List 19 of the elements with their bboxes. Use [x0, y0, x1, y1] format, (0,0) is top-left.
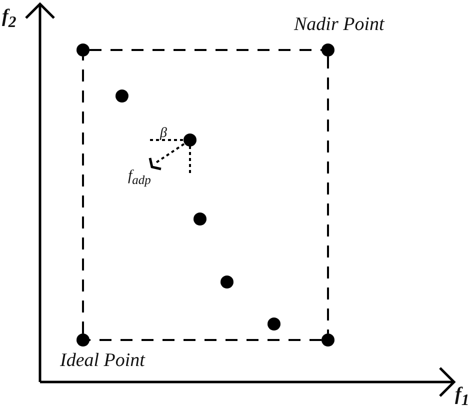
point-dot: [76, 334, 90, 346]
axis-label: β: [160, 126, 167, 142]
point-dot: [184, 134, 196, 146]
point-dot: [322, 44, 334, 56]
dashed-line: [90, 49, 322, 51]
dashed-line: [90, 339, 322, 341]
axis-label: f$_{1}$: [455, 384, 470, 410]
point-dot: [322, 334, 334, 346]
dashed-line: [82, 56, 84, 334]
axis-label: f$_{2}$: [2, 6, 16, 32]
dashed-line: [327, 56, 329, 334]
point-dot: [194, 212, 206, 226]
point-label: Ideal Point: [60, 350, 145, 372]
point-dot: [268, 318, 280, 330]
point-dot: [116, 90, 128, 102]
point-label: Nadir Point: [294, 14, 384, 36]
point-dot: [76, 44, 90, 56]
point-dot: [220, 276, 234, 288]
axis-label: f$_{adp}$: [128, 168, 151, 188]
